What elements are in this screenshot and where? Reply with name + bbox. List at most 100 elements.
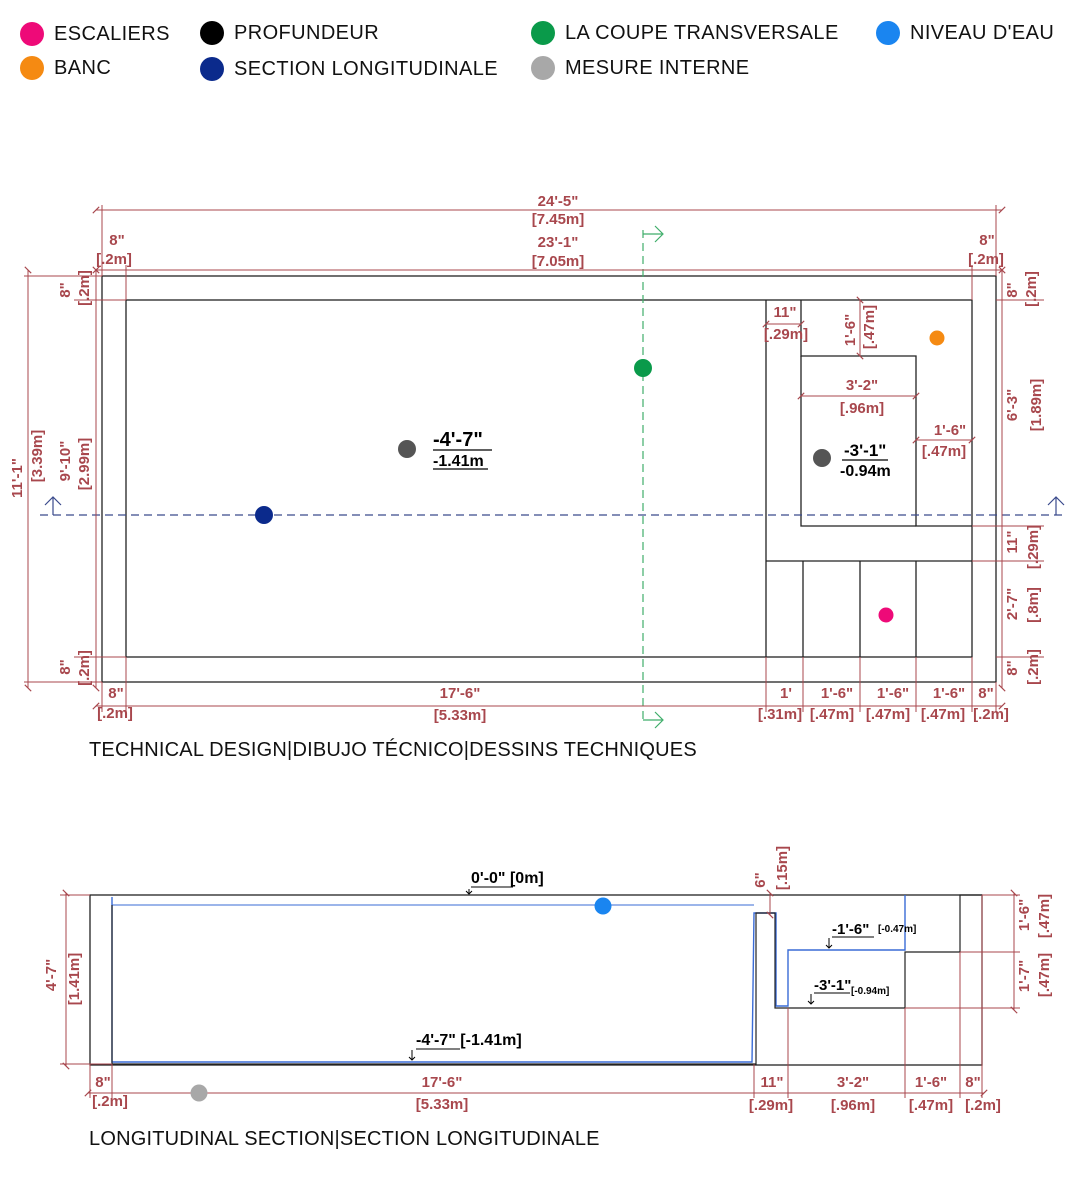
dim-stair-4: 1'-6" (933, 685, 965, 702)
dim-left-wall: 8" (109, 232, 124, 249)
dim-bench-right-gap: 1'-6" (934, 422, 966, 439)
dim-step-offset-metric: [.29m] (764, 326, 808, 343)
legend-label: PROFUNDEUR (234, 21, 380, 44)
dim-right-mid: 11" (1004, 531, 1021, 554)
sec-dim-right-wall: 8" (965, 1074, 980, 1091)
longitudinal-section-marker (255, 506, 273, 524)
legend-item-coupe-transversale: LA COUPE TRANSVERSALE (531, 20, 839, 46)
dim-stair-1-metric: [.31m] (758, 706, 802, 723)
dim-overall-length: 24'-5" (538, 193, 579, 210)
water-level-label: 0'-0" [0m] (471, 870, 544, 887)
cross-section-arrow-bottom (643, 711, 664, 729)
legend-item-niveau-eau: NIVEAU D'EAU (876, 20, 1054, 46)
dim-bottom-wall: 8" (57, 659, 74, 674)
sec-dim-upper: 1'-6" (915, 1074, 947, 1091)
legend-dot-profundeur (200, 21, 224, 45)
legend-dot-niveau-eau (876, 21, 900, 45)
plan-caption: TECHNICAL DESIGN|DIBUJO TÉCNICO|DESSINS … (89, 739, 697, 761)
internal-measure-marker (190, 1084, 208, 1102)
legend-dot-section-longitudinale (200, 57, 224, 81)
legend-item-profundeur: PROFUNDEUR (200, 20, 379, 46)
sec-dim-freeboard: 6" (752, 872, 769, 887)
pool-inner-wall (125, 299, 973, 658)
sec-dim-freeboard-metric: [.15m] (774, 846, 791, 890)
dim-right-bottom-wall: 8" (1004, 660, 1021, 675)
dim-bench-top-gap: 1'-6" (842, 314, 859, 346)
section-outer-wall (89, 894, 983, 1066)
legend-dot-mesure-interne (531, 56, 555, 80)
sec-dim-upper-metric: [.47m] (909, 1097, 953, 1114)
dim-bench-top-gap-metric: [.47m] (861, 305, 878, 349)
section-view: 0'-0" [0m] -4'-7" [-1.41m] -1'-6" [-0.47… (43, 846, 1053, 1114)
dim-right-wall: 8" (979, 232, 994, 249)
dim-right-top-wall: 8" (1004, 282, 1021, 297)
dim-stair-1: 1' (780, 685, 792, 702)
sec-dim-bench-metric: [.96m] (831, 1097, 875, 1114)
legend-item-mesure-interne: MESURE INTERNE (531, 55, 750, 81)
dim-right-top-wall-metric: [.2m] (1023, 271, 1040, 307)
dim-right-mid-metric: [.29m] (1025, 525, 1042, 569)
water-level-marker (594, 897, 612, 915)
dim-stair-3-metric: [.47m] (866, 706, 910, 723)
dim-top-wall: 8" (57, 282, 74, 297)
bench-level-sub: [-0.94m] (851, 986, 889, 997)
dim-bench-width: 3'-2" (846, 377, 878, 394)
dim-overall-width: 11'-1" (9, 458, 26, 498)
dim-left-wall-metric: [.2m] (96, 251, 132, 268)
dim-inner-width: 9'-10" (57, 441, 74, 482)
dim-right-wall-metric: [.2m] (968, 251, 1004, 268)
dim-bench-width-metric: [.96m] (840, 400, 884, 417)
main-depth-metric: -1.41m (433, 453, 484, 470)
dim-bottom-wall-metric: [.2m] (76, 650, 93, 686)
stairs-marker (878, 607, 894, 623)
cross-section-arrow-top (643, 225, 664, 243)
sec-dim-depth: 4'-7" (43, 959, 60, 991)
sec-dim-right-bottom-metric: [.47m] (1036, 953, 1053, 997)
legend-dot-escaliers (20, 22, 44, 46)
legend-label: LA COUPE TRANSVERSALE (565, 21, 839, 44)
plan-view: 24'-5" [7.45m] 23'-1" [7.05m] 8" [.2m] 8… (9, 193, 1066, 729)
sec-dim-bench: 3'-2" (837, 1074, 869, 1091)
legend-label: MESURE INTERNE (565, 56, 750, 79)
dim-stair-4-metric: [.47m] (921, 706, 965, 723)
bench-depth-metric: -0.94m (840, 463, 891, 480)
dim-stair-2: 1'-6" (821, 685, 853, 702)
legend-label: SECTION LONGITUDINALE (234, 57, 498, 80)
sec-dim-right-top: 1'-6" (1016, 899, 1033, 931)
depth-marker-main (398, 440, 416, 458)
sec-dim-depth-metric: [1.41m] (66, 953, 83, 1006)
step-level-label: -1'-6" (832, 921, 869, 938)
dim-stair-2-metric: [.47m] (810, 706, 854, 723)
dim-right-upper-metric: [1.89m] (1028, 379, 1045, 432)
cross-section-marker (634, 359, 652, 377)
section-profile (111, 894, 982, 1065)
dim-right-upper: 6'-3" (1004, 389, 1021, 421)
bench-marker (929, 330, 945, 346)
legend: ESCALIERS PROFUNDEUR LA COUPE TRANSVERSA… (0, 0, 1080, 90)
sec-dim-left-wall: 8" (95, 1074, 110, 1091)
legend-label: BANC (54, 56, 112, 79)
dim-right-bottom-wall-metric: [.2m] (1025, 649, 1042, 685)
sec-dim-step: 11" (761, 1074, 784, 1091)
dim-stair-3: 1'-6" (877, 685, 909, 702)
dim-bench-right-gap-metric: [.47m] (922, 443, 966, 460)
pool-outer-wall (101, 275, 997, 683)
dim-bottom-left-wall: 8" (108, 685, 123, 702)
legend-label: NIVEAU D'EAU (910, 21, 1055, 44)
bench-depth-label: -3'-1" (844, 441, 886, 460)
dim-overall-length-metric: [7.45m] (532, 211, 585, 228)
dim-bottom-left-wall-metric: [.2m] (97, 705, 133, 722)
deep-level-label: -4'-7" [-1.41m] (416, 1032, 522, 1049)
dim-inner-length: 23'-1" (538, 234, 579, 251)
sec-dim-right-bottom: 1'-7" (1016, 960, 1033, 992)
plan-dimension-lines (24, 205, 1044, 712)
section-caption: LONGITUDINAL SECTION|SECTION LONGITUDINA… (89, 1128, 600, 1150)
dim-step-offset: 11" (774, 304, 797, 321)
long-section-arrow-right (1047, 496, 1065, 515)
sec-dim-main-metric: [5.33m] (416, 1096, 469, 1113)
dim-inner-width-metric: [2.99m] (76, 438, 93, 491)
legend-dot-coupe-transversale (531, 21, 555, 45)
dim-right-lower-metric: [.8m] (1025, 587, 1042, 623)
legend-item-escaliers: ESCALIERS (20, 21, 170, 47)
